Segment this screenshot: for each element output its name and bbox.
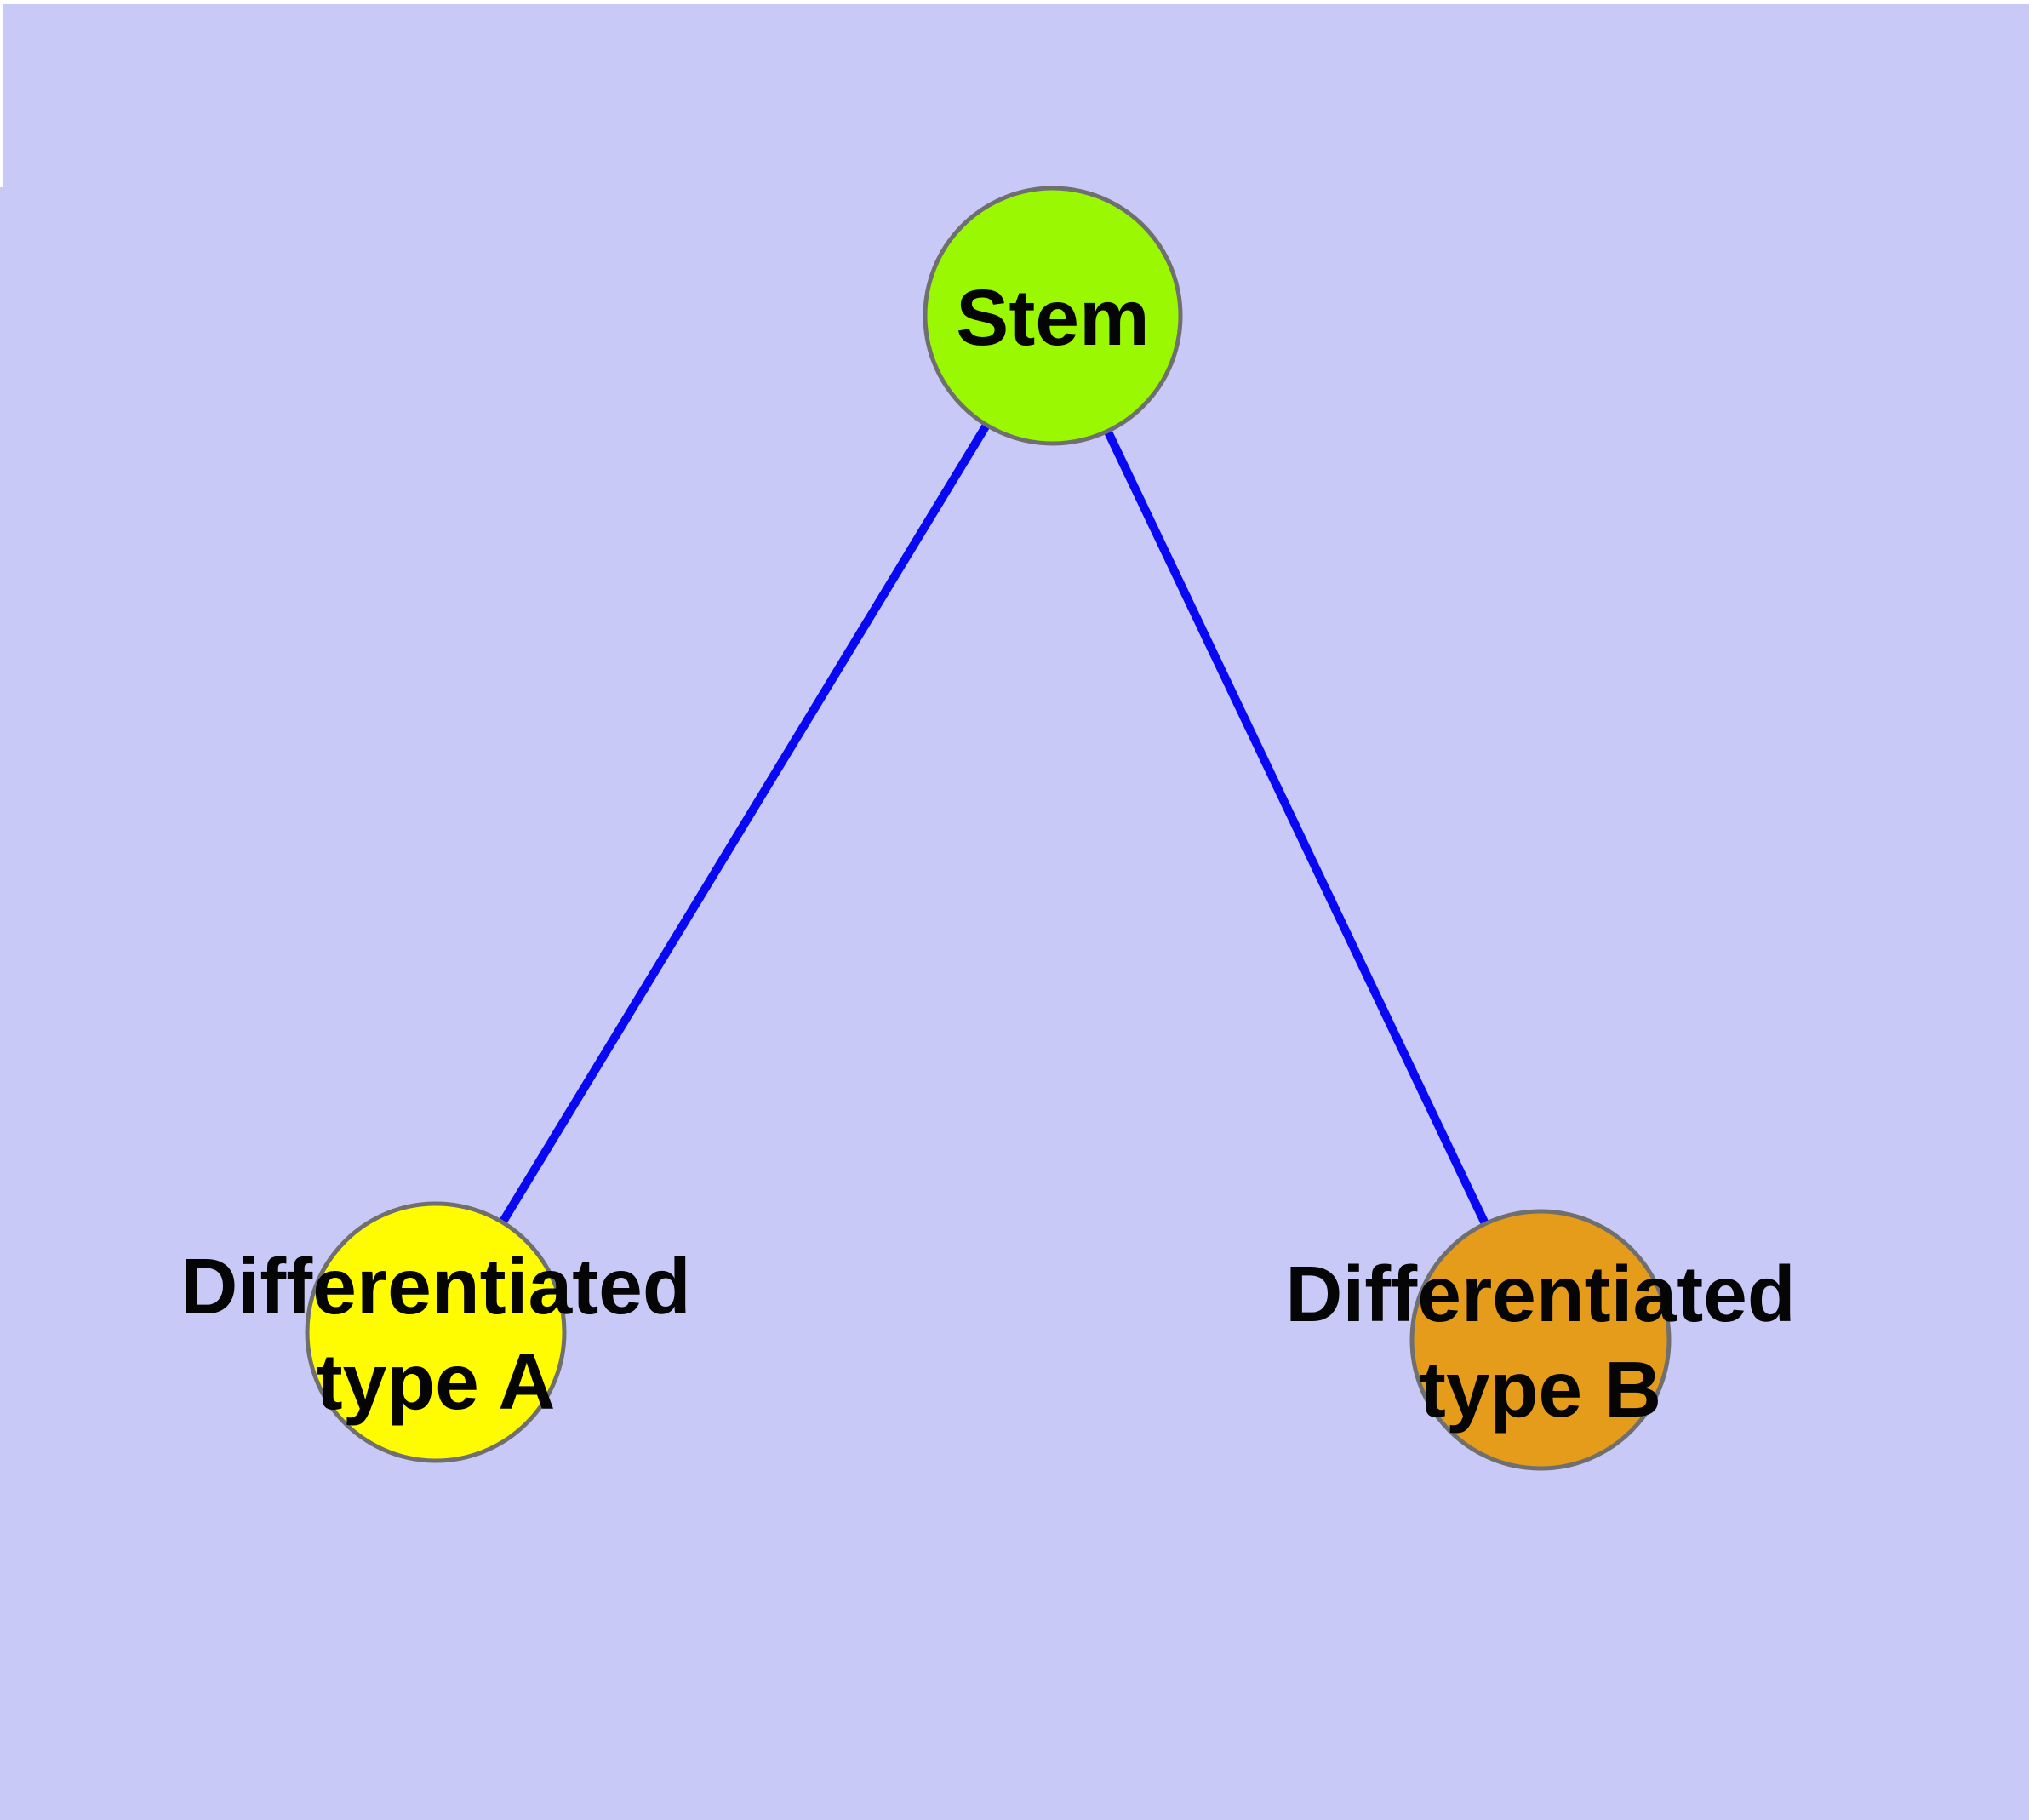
node-type-a-label: Differentiated type A — [180, 1239, 690, 1429]
left-margin-sliver — [0, 4, 3, 187]
node-type-a-label-line1: Differentiated — [180, 1242, 691, 1331]
node-stem-circle — [923, 186, 1183, 446]
node-type-a-circle — [305, 1201, 567, 1463]
node-type-a-label-line2: type A — [316, 1337, 556, 1426]
node-stem-label: Stem — [956, 270, 1149, 365]
node-type-b-label-line2: type B — [1419, 1345, 1662, 1434]
node-type-b-label-line1: Differentiated — [1285, 1250, 1796, 1338]
node-type-b-label: Differentiated type B — [1285, 1246, 1795, 1437]
node-stem-label-text: Stem — [956, 273, 1150, 362]
edge-stem-to-type-b — [1049, 313, 1545, 1342]
node-type-b-circle — [1409, 1209, 1672, 1471]
edge-stem-to-type-a — [432, 313, 1057, 1335]
